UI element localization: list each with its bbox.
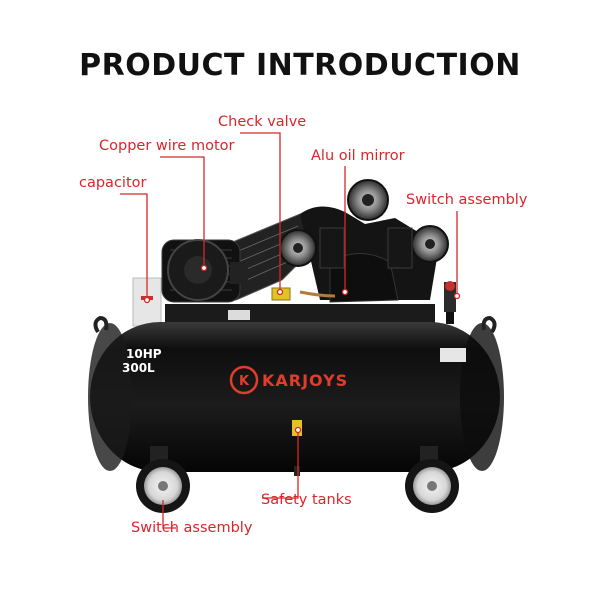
callout-alu-oil-mirror: Alu oil mirror: [311, 148, 405, 164]
brand-logo-icon: [229, 365, 259, 395]
tank-capacity-label: 300L: [122, 361, 155, 375]
air-tank: [88, 315, 504, 476]
callout-check-valve: Check valve: [218, 114, 307, 130]
page-title: PRODUCT INTRODUCTION: [79, 48, 521, 83]
motor: [161, 239, 248, 303]
front-wheel-left: [136, 446, 190, 513]
spec-plate: [440, 348, 466, 362]
front-wheel-right: [405, 446, 459, 513]
callout-safety-tanks: Safety tanks: [261, 492, 352, 508]
tank-power-label: 10HP: [126, 347, 162, 361]
callout-capacitor: capacitor: [79, 175, 147, 191]
warning-label: [228, 310, 250, 320]
brand-logo-letter: K: [239, 374, 250, 389]
pump-assembly: [227, 179, 449, 303]
brand-logo: K KARJOYS: [229, 365, 348, 395]
callout-dots: [143, 264, 461, 434]
callout-switch-assembly-top: Switch assembly: [406, 192, 528, 208]
brand-name: KARJOYS: [262, 371, 348, 390]
mounting-base: [165, 304, 435, 326]
callout-switch-assembly-bottom: Switch assembly: [131, 520, 253, 536]
pressure-switch: [444, 281, 456, 324]
callout-copper-wire-motor: Copper wire motor: [99, 138, 235, 154]
callout-lines: [120, 132, 458, 529]
